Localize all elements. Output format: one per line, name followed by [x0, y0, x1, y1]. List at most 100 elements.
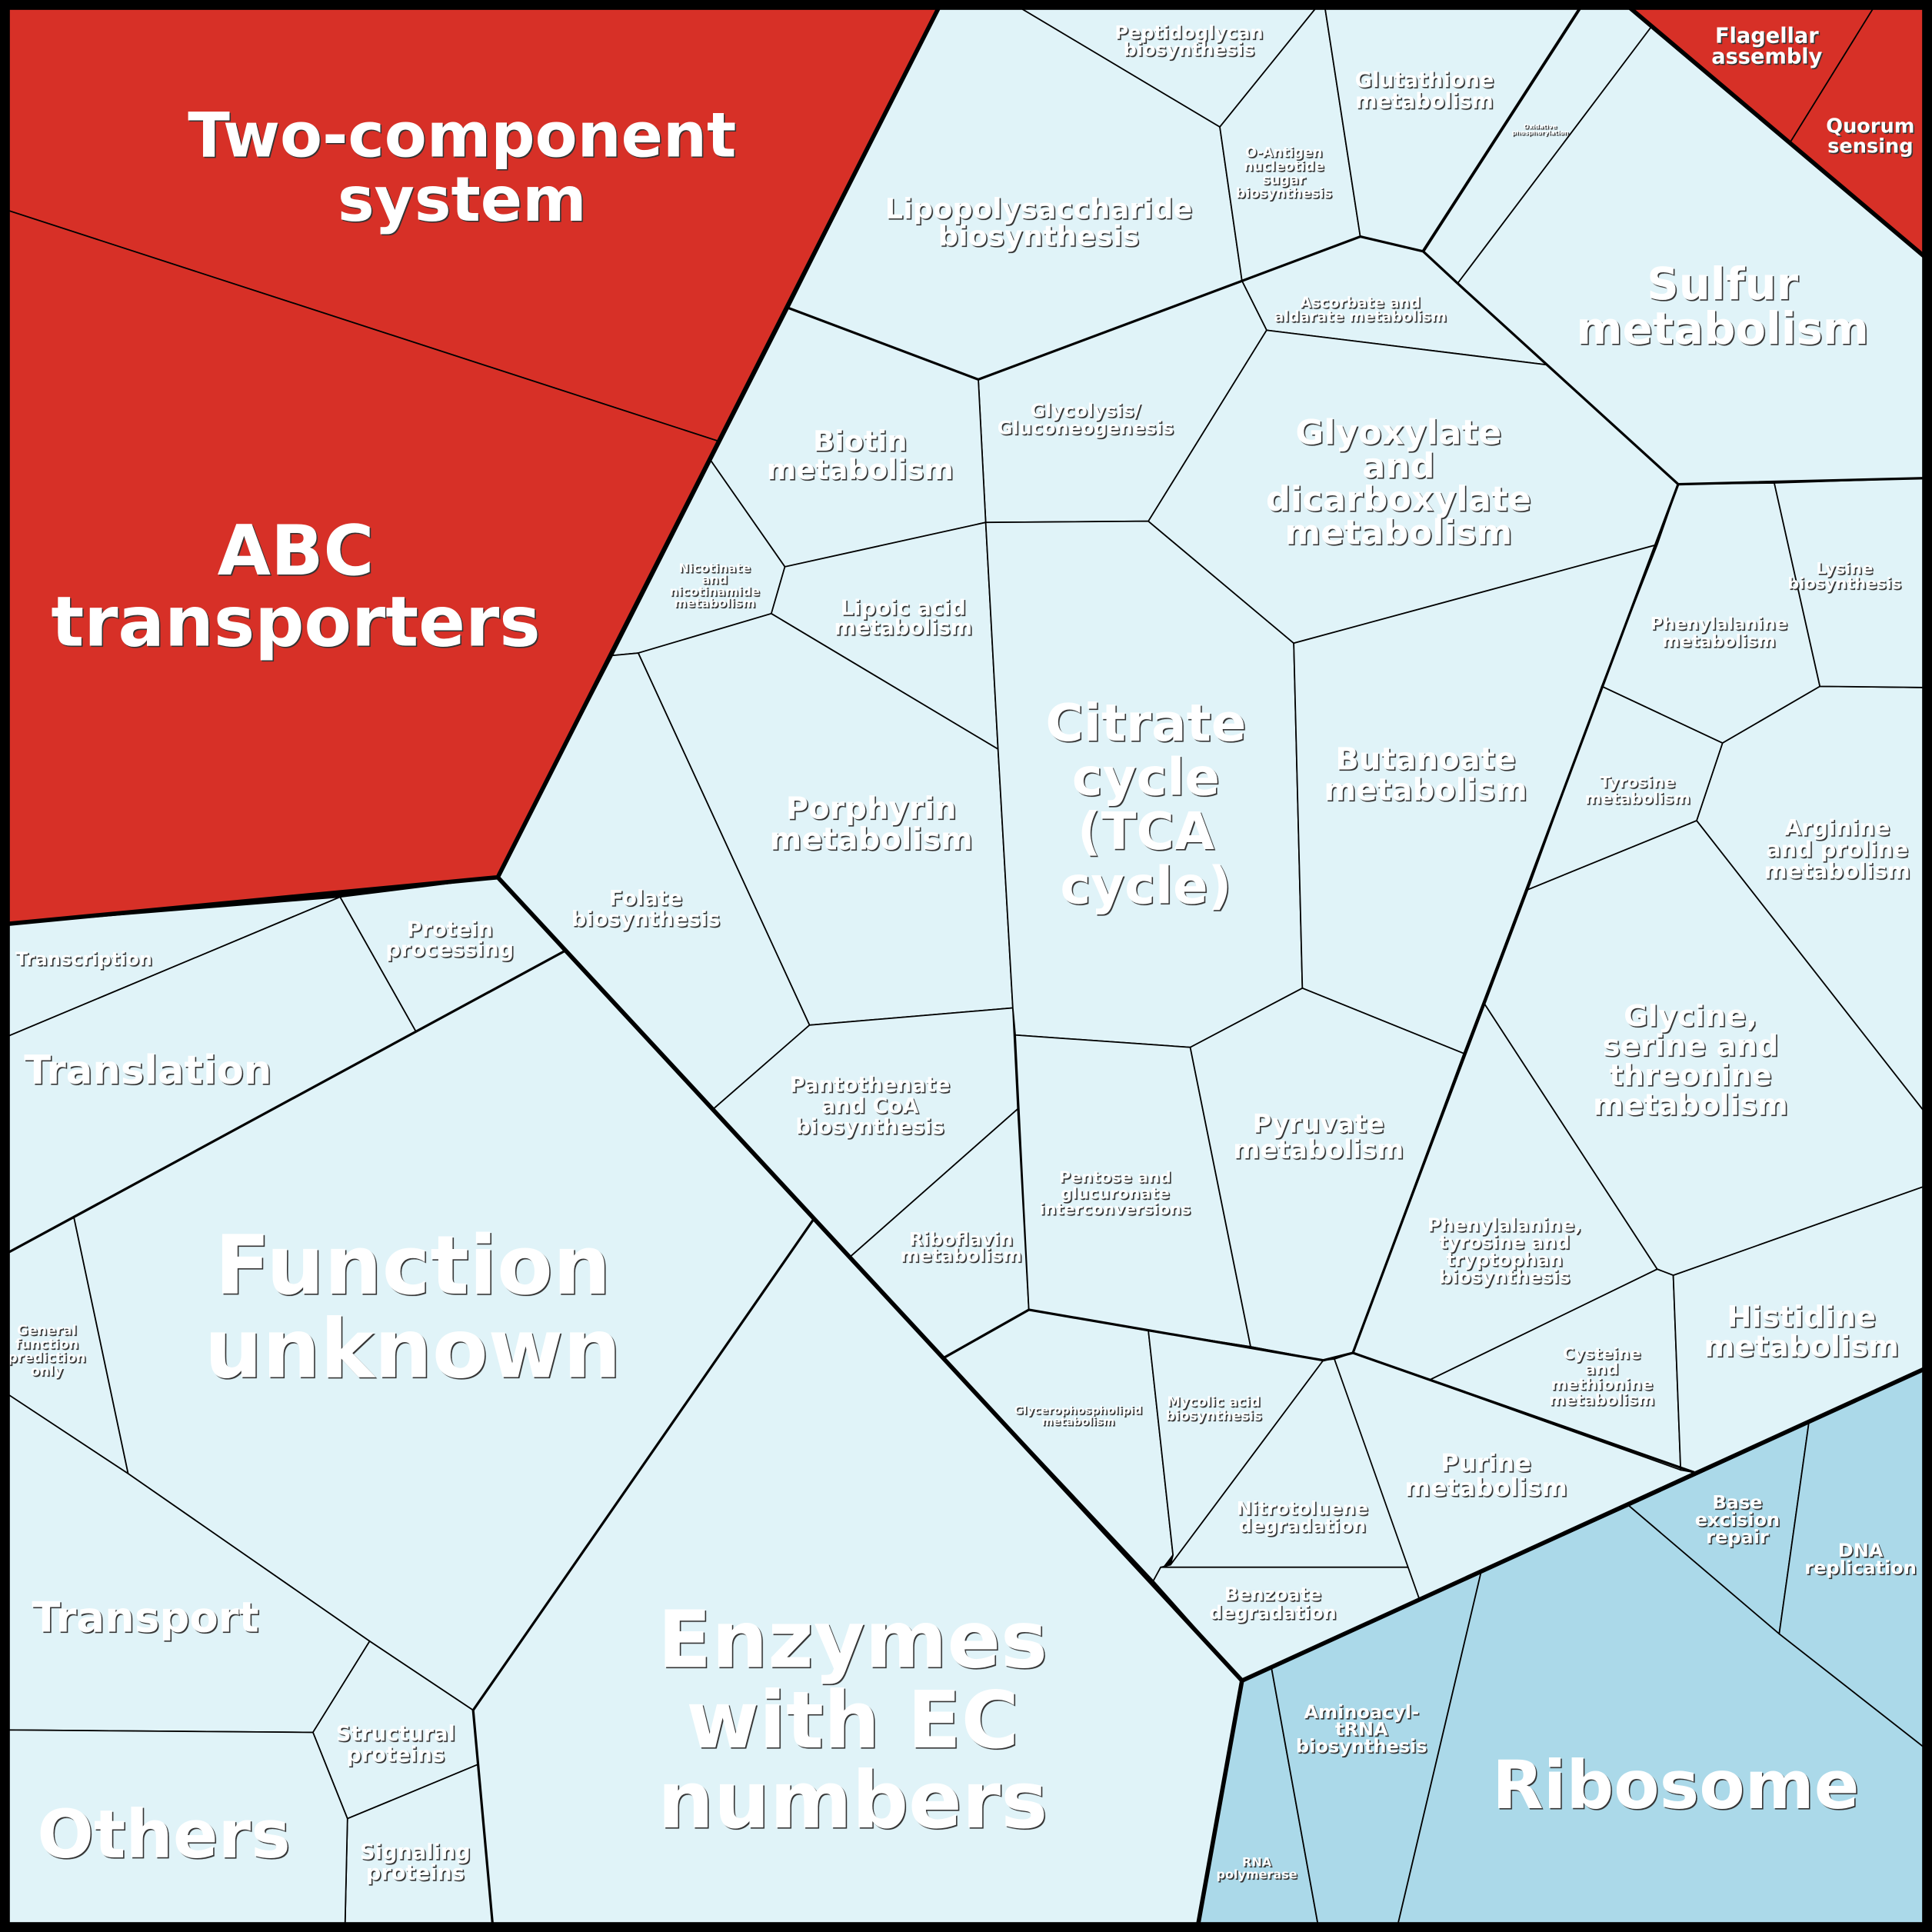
label-line: Histidine: [1727, 1300, 1876, 1334]
group-border: [1421, 4, 1584, 252]
label-line: excision: [1695, 1509, 1780, 1531]
label-line: and: [1362, 445, 1434, 486]
label-line: Ribosome: [1492, 1747, 1859, 1824]
label-line: metabolism: [1404, 1473, 1567, 1502]
label-line: metabolism: [1704, 1329, 1899, 1364]
label-line: Glycolysis/: [1030, 400, 1141, 421]
label-translation: Translation: [24, 1048, 271, 1094]
label-line: Cysteine: [1563, 1344, 1641, 1363]
label-line: Oxidative: [1524, 123, 1557, 130]
label-line: Transcription: [15, 948, 152, 970]
label-line: metabolism: [1041, 1416, 1114, 1428]
label-line: Lysine: [1816, 559, 1873, 578]
label-line: degradation: [1239, 1515, 1366, 1537]
group-borders: [4, 3, 1929, 1928]
label-line: cycle): [1060, 855, 1231, 915]
label-line: metabolism: [674, 596, 755, 611]
label-line: metabolism: [770, 822, 973, 858]
label-line: system: [338, 164, 587, 235]
group-border: [1624, 3, 1929, 261]
label-line: and proline: [1766, 836, 1908, 862]
label-line: biosynthesis: [1124, 39, 1255, 61]
label-line: Structural: [336, 1722, 455, 1746]
label-line: Protein: [407, 918, 493, 942]
label-line: replication: [1804, 1557, 1917, 1578]
label-line: glucuronate: [1061, 1184, 1170, 1202]
group-border: [4, 950, 565, 1256]
label-line: Purine: [1441, 1448, 1531, 1477]
label-line: Aminoacyl-: [1304, 1701, 1419, 1723]
label-line: General: [17, 1324, 76, 1339]
label-line: metabolism: [1549, 1391, 1654, 1409]
label-line: biosynthesis: [1439, 1266, 1571, 1287]
label-line: tyrosine and: [1439, 1232, 1570, 1254]
label-line: Pyruvate: [1253, 1108, 1384, 1138]
group-border: [471, 1219, 814, 1927]
label-glycolysis-gluconeogenesis: Glycolysis/Gluconeogenesis: [998, 400, 1174, 438]
label-line: proteins: [346, 1743, 445, 1767]
label-line: Gluconeogenesis: [998, 418, 1174, 439]
label-line: Folate: [609, 887, 682, 911]
label-line: Lipopolysaccharide: [885, 192, 1193, 225]
label-line: metabolism: [1593, 1088, 1788, 1122]
label-line: degradation: [1209, 1602, 1336, 1624]
label-line: sensing: [1827, 135, 1914, 158]
label-line: DNA: [1838, 1540, 1884, 1561]
group-border: [788, 235, 1927, 486]
label-line: cycle: [1072, 748, 1220, 808]
label-line: metabolism: [1584, 789, 1690, 808]
label-line: tRNA: [1335, 1718, 1388, 1740]
group-border: [1351, 484, 1680, 1354]
label-line: Signaling: [360, 1840, 471, 1864]
label-line: metabolism: [1764, 858, 1910, 884]
label-line: transporters: [51, 583, 540, 663]
label-line: polymerase: [1217, 1867, 1297, 1881]
label-line: Peptidoglycan: [1114, 22, 1263, 43]
label-line: metabolism: [900, 1244, 1021, 1266]
label-line: Biotin: [813, 425, 907, 458]
label-line: metabolism: [1576, 302, 1868, 355]
label-line: proteins: [366, 1861, 465, 1885]
label-line: function: [15, 1337, 78, 1352]
label-line: biosynthesis: [938, 219, 1140, 252]
label-line: biosynthesis: [795, 1115, 944, 1139]
label-line: and: [701, 572, 728, 587]
label-line: Phenylalanine: [1651, 615, 1788, 635]
label-line: and: [1585, 1360, 1619, 1378]
label-line: Glycerophospholipid: [1014, 1405, 1142, 1417]
label-line: Pentose and: [1059, 1168, 1171, 1186]
label-line: metabolism: [834, 616, 972, 640]
label-line: dicarboxylate: [1266, 478, 1531, 519]
label-line: tryptophan: [1446, 1249, 1563, 1271]
label-others: Others: [37, 1797, 290, 1874]
label-line: Tyrosine: [1600, 773, 1675, 791]
label-line: methionine: [1551, 1375, 1653, 1394]
